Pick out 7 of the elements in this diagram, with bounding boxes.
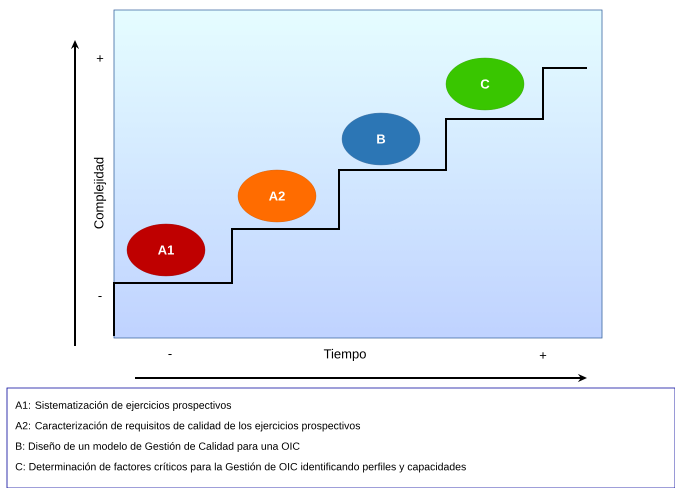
- axis-title: Complejidad: [94, 158, 106, 228]
- axis-label: +: [96, 55, 104, 62]
- axis-label: -: [98, 296, 102, 298]
- legend-box: A1: Sistematización de ejercicios prospectivos A2: Caracterización de requisitos de calidad de los ejercicios prospectivos B: Diseño de un modelo de Gestión de Calidad para una OIC C: Determinación de factores críticos para la Gestión de OIC identificando perfiles y capacidades: [6, 388, 675, 488]
- axis-label: -: [168, 354, 172, 356]
- axis-label: +: [540, 352, 546, 359]
- axis-title: Tiempo: [324, 348, 366, 362]
